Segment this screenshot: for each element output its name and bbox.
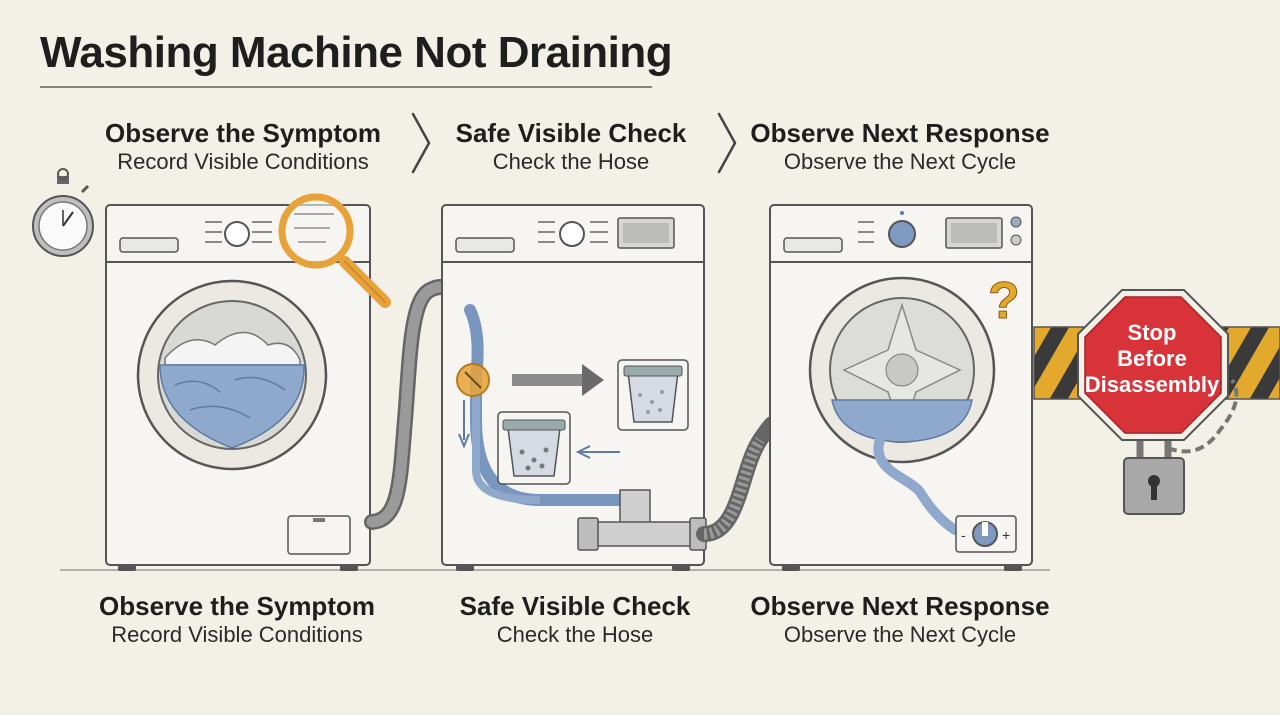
question-mark-icon: ? [988, 272, 1020, 330]
control-knob [224, 221, 250, 247]
filter-cover [287, 515, 351, 555]
step-3-subheading: Observe the Next Cycle [783, 149, 1017, 174]
washer-3: + - [769, 204, 1033, 571]
standing-water [159, 364, 305, 449]
page-title: Washing Machine Not Draining [40, 28, 673, 77]
step-1-footer-subheading: Record Visible Conditions [111, 622, 363, 647]
title-underline [40, 86, 652, 88]
outlet-hose [696, 416, 780, 542]
step-3-heading: Observe Next Response [750, 118, 1050, 148]
residual-water [831, 399, 973, 443]
step-3-footer-heading: Observe Next Response [750, 591, 1050, 621]
step-1-footer: Observe the Symptom Record Visible Condi… [72, 591, 402, 649]
step-3-footer-subheading: Observe the Next Cycle [783, 622, 1017, 647]
step-3-footer: Observe Next Response Observe the Next C… [735, 591, 1065, 649]
step-2-footer-subheading: Check the Hose [496, 622, 654, 647]
filter-debris-box [497, 411, 571, 485]
step-2-heading: Safe Visible Check [455, 118, 687, 148]
stopwatch-icon [32, 168, 94, 257]
filter-clean-box [617, 359, 689, 431]
washer-1 [105, 204, 371, 571]
chevron-right-icon [717, 112, 737, 174]
step-2-footer-heading: Safe Visible Check [459, 591, 691, 621]
water-trail [873, 435, 960, 535]
magnifier-icon [278, 193, 391, 308]
step-3-header: Observe Next Response Observe the Next C… [735, 118, 1065, 176]
arrow-left-icon [575, 445, 620, 459]
step-2-subheading: Check the Hose [492, 149, 650, 174]
step-2-header: Safe Visible Check Check the Hose [406, 118, 736, 176]
step-1-header: Observe the Symptom Record Visible Condi… [78, 118, 408, 176]
drain-pipe [577, 489, 707, 551]
step-1-subheading: Record Visible Conditions [117, 149, 369, 174]
step-1-heading: Observe the Symptom [105, 118, 381, 148]
knob-minus-label: - [961, 527, 966, 543]
arrow-right-icon [512, 364, 604, 396]
step-2-footer: Safe Visible Check Check the Hose [410, 591, 740, 649]
step-1-footer-heading: Observe the Symptom [99, 591, 375, 621]
knob-plus-label: + [1002, 527, 1010, 543]
laundry [164, 331, 301, 366]
detergent-drawer [119, 237, 179, 253]
stop-sign [1077, 289, 1229, 441]
chevron-right-icon [411, 112, 431, 174]
